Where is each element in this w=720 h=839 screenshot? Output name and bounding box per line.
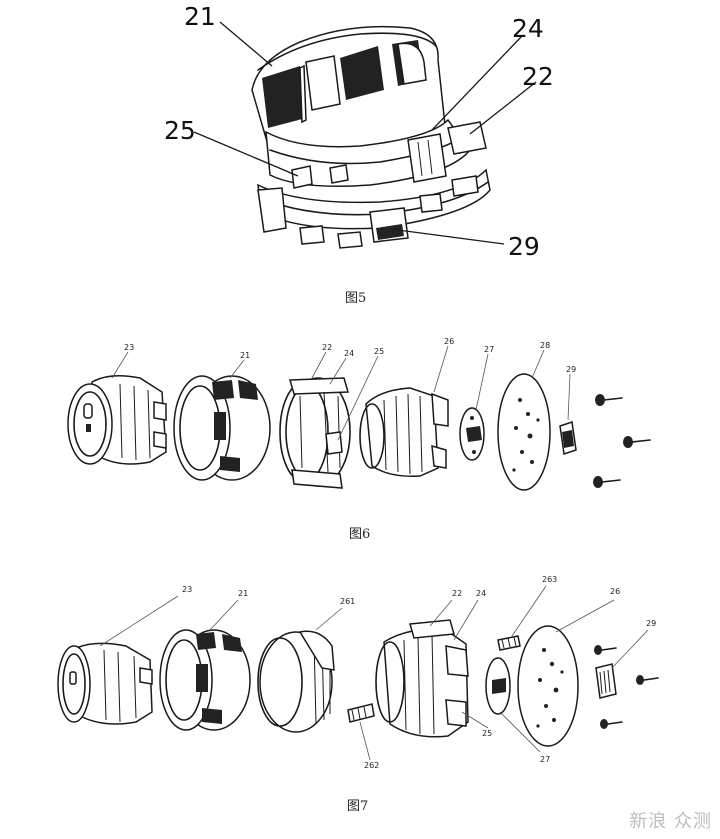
fig5-caption: 图5 [345, 291, 367, 306]
fig7-label-25: 25 [482, 729, 493, 738]
fig6-exploded [67, 345, 651, 491]
fig6-label-29: 29 [566, 365, 577, 374]
fig6-label-25: 25 [374, 347, 385, 356]
fig7-part-21 [159, 629, 251, 731]
fig5-label-24: 24 [512, 14, 544, 43]
fig5-assembly [193, 21, 537, 249]
fig6-part-27 [459, 407, 485, 461]
fig6-part-28 [497, 373, 551, 491]
fig7-screws [594, 645, 659, 729]
fig6-label-21: 21 [240, 351, 251, 360]
fig5-label-22: 22 [522, 62, 554, 91]
watermark: 新浪 众测 [629, 811, 712, 832]
fig7-exploded [57, 585, 659, 761]
fig7-label-27: 27 [540, 755, 551, 764]
fig7-part-263 [497, 635, 521, 651]
fig6-part-23 [67, 375, 167, 465]
fig7-label-22: 22 [452, 589, 463, 598]
fig6-screws [593, 394, 651, 488]
fig7-label-21: 21 [238, 589, 249, 598]
fig7-label-24: 24 [476, 589, 487, 598]
fig7-label-26: 26 [610, 587, 621, 596]
fig6-label-26: 26 [444, 337, 455, 346]
fig7-part-23 [57, 642, 153, 725]
fig7-label-261: 261 [340, 597, 356, 606]
fig6-caption: 图6 [349, 527, 371, 542]
fig6-label-27: 27 [484, 345, 495, 354]
fig7-label-263: 263 [542, 575, 558, 584]
fig6-part-22 [279, 377, 351, 489]
fig5-label-29: 29 [508, 232, 540, 261]
fig6-part-26 [359, 387, 449, 478]
fig7-part-26 [517, 625, 579, 747]
fig7-part-29 [595, 663, 617, 699]
fig6-part-21 [173, 375, 271, 481]
fig6-label-24: 24 [344, 349, 355, 358]
fig5-label-25: 25 [164, 116, 196, 145]
fig6-label-22: 22 [322, 343, 333, 352]
fig6-label-28: 28 [540, 341, 551, 350]
fig7-part-27 [485, 657, 511, 715]
fig6-label-23: 23 [124, 343, 135, 352]
fig7-label-262: 262 [364, 761, 380, 770]
fig7-part-262 [347, 703, 375, 761]
fig7-part-261 [257, 630, 335, 733]
fig5-label-21: 21 [184, 2, 216, 31]
fig6-part-29 [559, 421, 577, 455]
fig7-part-22 [375, 619, 469, 738]
fig7-label-23: 23 [182, 585, 193, 594]
fig7-label-29: 29 [646, 619, 657, 628]
fig7-caption: 图7 [347, 799, 369, 814]
